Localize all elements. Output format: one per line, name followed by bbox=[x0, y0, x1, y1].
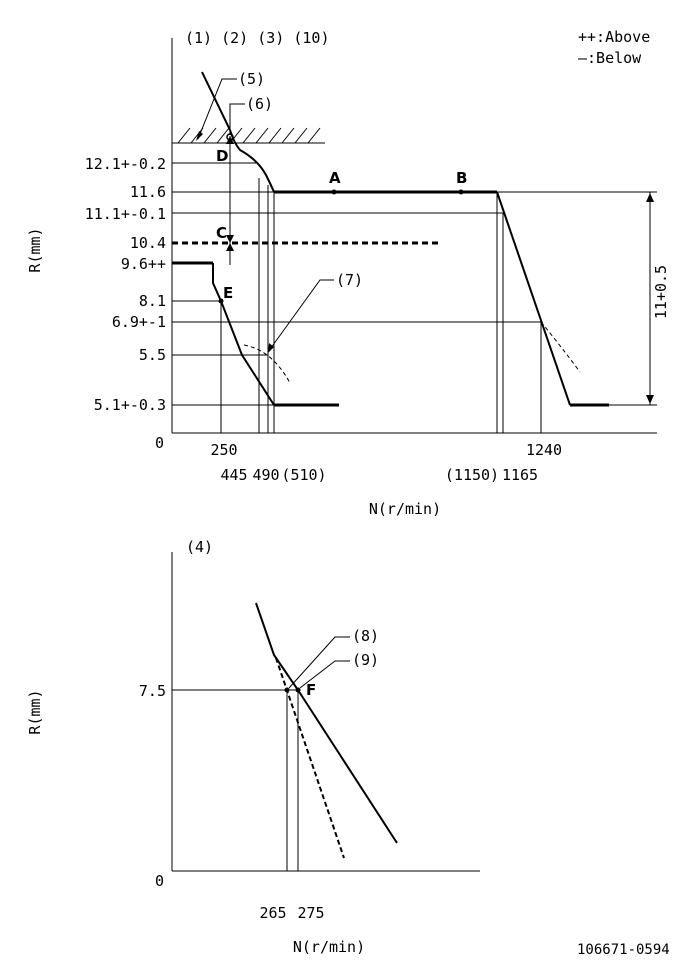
leader-6 bbox=[229, 103, 245, 135]
bottom-origin-label: 0 bbox=[155, 872, 164, 890]
y-tick-6-9: 6.9+-1 bbox=[112, 313, 166, 331]
upper-curve bbox=[201, 71, 275, 193]
bottom-x-tick-275: 275 bbox=[297, 904, 324, 922]
point-b-label: B bbox=[456, 169, 467, 187]
bottom-point-8-marker bbox=[284, 687, 290, 693]
leader-8 bbox=[288, 636, 350, 689]
span-label: 11+0.5 bbox=[652, 265, 670, 319]
y-tick-5-5: 5.5 bbox=[139, 346, 166, 364]
leader-7 bbox=[267, 279, 334, 353]
point-f-marker bbox=[295, 687, 301, 693]
leader-5-arrow-icon bbox=[196, 131, 203, 141]
y-tick-9-6: 9.6++ bbox=[121, 255, 166, 273]
callout-5: (5) bbox=[238, 70, 265, 88]
legend-above: ++:Above bbox=[578, 28, 650, 46]
leader-9 bbox=[299, 660, 350, 689]
callout-9: (9) bbox=[352, 651, 379, 669]
bottom-y-tick-7-5: 7.5 bbox=[139, 682, 166, 700]
point-a-label: A bbox=[329, 169, 341, 187]
y-tick-8-1: 8.1 bbox=[139, 292, 166, 310]
bottom-solid-curve bbox=[255, 602, 398, 844]
bottom-x-axis-label: N(r/min) bbox=[293, 938, 365, 956]
bottom-callout-number: (4) bbox=[186, 538, 213, 556]
c-arrow-up-icon bbox=[226, 235, 234, 243]
leader-7-arrow-icon bbox=[268, 343, 274, 353]
leader-5 bbox=[197, 78, 237, 140]
y-tick-12-1: 12.1+-0.2 bbox=[85, 155, 166, 173]
x-tick-1240: 1240 bbox=[526, 441, 562, 459]
x-tick-445: 445 bbox=[220, 466, 247, 484]
top-callout-numbers: (1) (2) (3) (10) bbox=[185, 29, 330, 47]
point-c-label: C bbox=[216, 224, 227, 242]
span-arrow-bottom-icon bbox=[646, 395, 654, 404]
legend-below: —:Below bbox=[578, 49, 642, 67]
y-tick-5-1: 5.1+-0.3 bbox=[94, 396, 166, 414]
y-tick-10-4: 10.4 bbox=[130, 234, 166, 252]
point-d-label: D bbox=[216, 147, 228, 165]
c-arrow-down-icon bbox=[226, 243, 234, 251]
top-chart: (1) (2) (3) (10) R(mm) N(r/min) 0 12.1+-… bbox=[26, 29, 670, 518]
x-tick-1150: (1150) bbox=[445, 466, 499, 484]
point-b-marker bbox=[458, 189, 464, 195]
bottom-chart: (4) R(mm) N(r/min) 0 7.5 265 275 F (8) (… bbox=[26, 538, 480, 956]
idle-dashed bbox=[243, 344, 291, 384]
point-e-label: E bbox=[223, 284, 233, 302]
callout-7: (7) bbox=[336, 271, 363, 289]
x-tick-490: 490 bbox=[252, 466, 279, 484]
x-tick-250: 250 bbox=[210, 441, 237, 459]
x-tick-510: (510) bbox=[281, 466, 326, 484]
top-x-axis-label: N(r/min) bbox=[369, 500, 441, 518]
y-tick-11-1: 11.1+-0.1 bbox=[85, 205, 166, 223]
drawing-number: 106671-0594 bbox=[577, 942, 670, 958]
cutoff-dashed bbox=[540, 321, 581, 373]
bottom-y-axis-label: R(mm) bbox=[26, 689, 44, 734]
top-y-axis-label: R(mm) bbox=[26, 227, 44, 272]
x-tick-1165: 1165 bbox=[502, 466, 538, 484]
stopper-hatching bbox=[177, 127, 321, 144]
bottom-x-tick-265: 265 bbox=[259, 904, 286, 922]
y-tick-11-6: 11.6 bbox=[130, 183, 166, 201]
callout-8: (8) bbox=[352, 627, 379, 645]
callout-6: (6) bbox=[246, 95, 273, 113]
point-e-marker bbox=[218, 298, 224, 304]
point-a-marker bbox=[331, 189, 337, 195]
cutoff-line bbox=[496, 191, 571, 406]
top-origin-label: 0 bbox=[155, 434, 164, 452]
point-f-label: F bbox=[306, 681, 316, 699]
span-arrow-top-icon bbox=[646, 193, 654, 202]
